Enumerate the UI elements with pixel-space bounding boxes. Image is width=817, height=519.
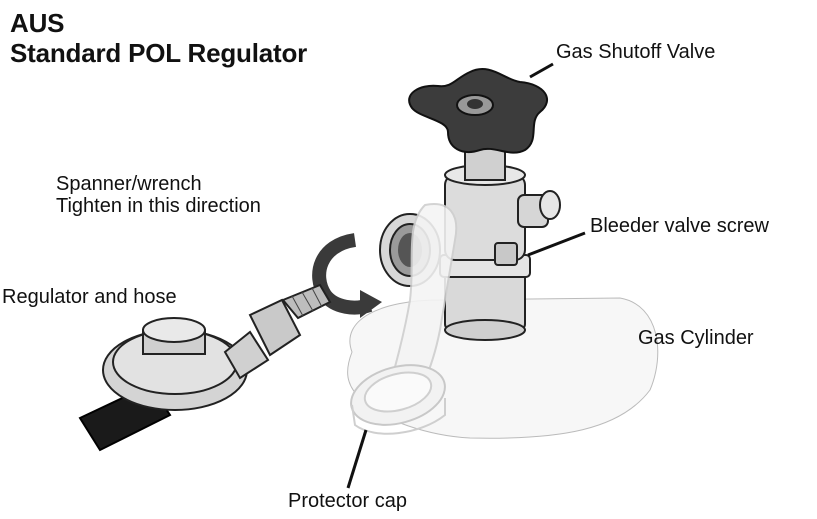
label-spanner-line-2: Tighten in this direction: [56, 195, 261, 217]
title-line-1: AUS: [10, 8, 65, 38]
leader-shutoff: [529, 62, 554, 79]
label-gas-cylinder: Gas Cylinder: [638, 327, 754, 349]
star-knob-icon: [408, 68, 548, 154]
title-line-2: Standard POL Regulator: [10, 38, 308, 68]
protector-cap: [350, 364, 446, 435]
label-spanner-line-1: Spanner/wrench: [56, 173, 202, 195]
regulator-and-hose: [78, 283, 332, 452]
label-protector-cap: Protector cap: [288, 490, 407, 512]
leader-bleeder: [527, 231, 586, 257]
label-regulator-and-hose: Regulator and hose: [2, 286, 177, 308]
label-gas-shutoff-valve: Gas Shutoff Valve: [556, 41, 716, 63]
leader-protector: [346, 429, 368, 489]
label-bleeder-valve-screw: Bleeder valve screw: [590, 215, 769, 237]
curved-arrow-icon: [312, 233, 382, 318]
